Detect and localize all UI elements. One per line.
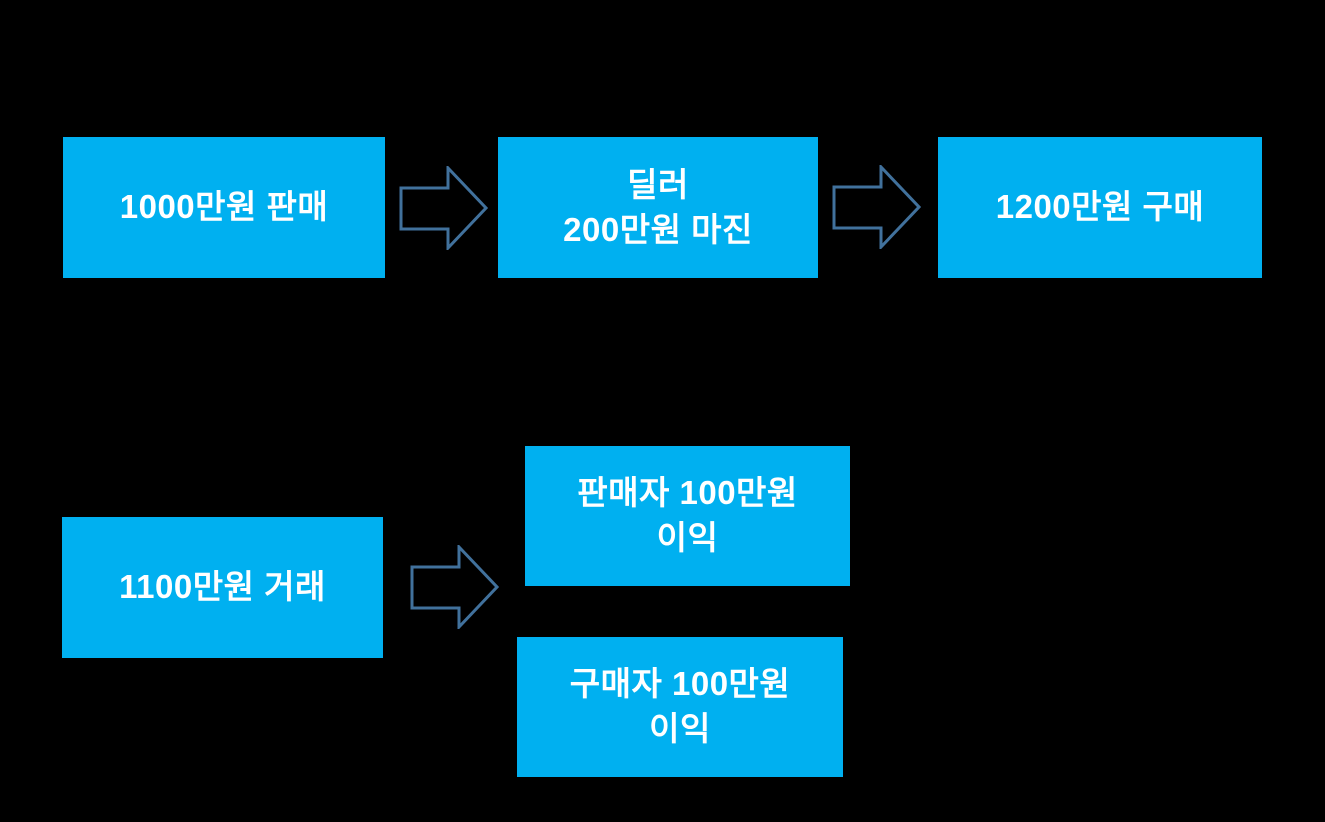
buyer-profit-box: 구매자 100만원 이익 xyxy=(517,637,843,777)
right-arrow-outline xyxy=(410,545,499,629)
deal-box-label: 1100만원 거래 xyxy=(119,568,326,606)
seller-profit-box: 판매자 100만원 이익 xyxy=(525,446,850,586)
right-arrow-outline xyxy=(832,165,921,249)
deal-box: 1100만원 거래 xyxy=(62,517,383,658)
sale-box: 1000만원 판매 xyxy=(63,137,385,278)
sale-box-label: 1000만원 판매 xyxy=(119,188,329,226)
right-arrow-icon xyxy=(832,165,921,249)
seller-profit-box-label: 판매자 100만원 이익 xyxy=(577,474,798,556)
dealer-margin-box: 딜러 200만원 마진 xyxy=(498,137,818,278)
purchase-box: 1200만원 구매 xyxy=(938,137,1262,278)
right-arrow-icon xyxy=(399,166,488,250)
purchase-box-label: 1200만원 구매 xyxy=(995,188,1205,226)
right-arrow-icon xyxy=(410,545,499,629)
right-arrow-outline xyxy=(399,166,488,250)
dealer-margin-box-label: 딜러 200만원 마진 xyxy=(563,165,753,248)
buyer-profit-box-label: 구매자 100만원 이익 xyxy=(569,665,791,747)
